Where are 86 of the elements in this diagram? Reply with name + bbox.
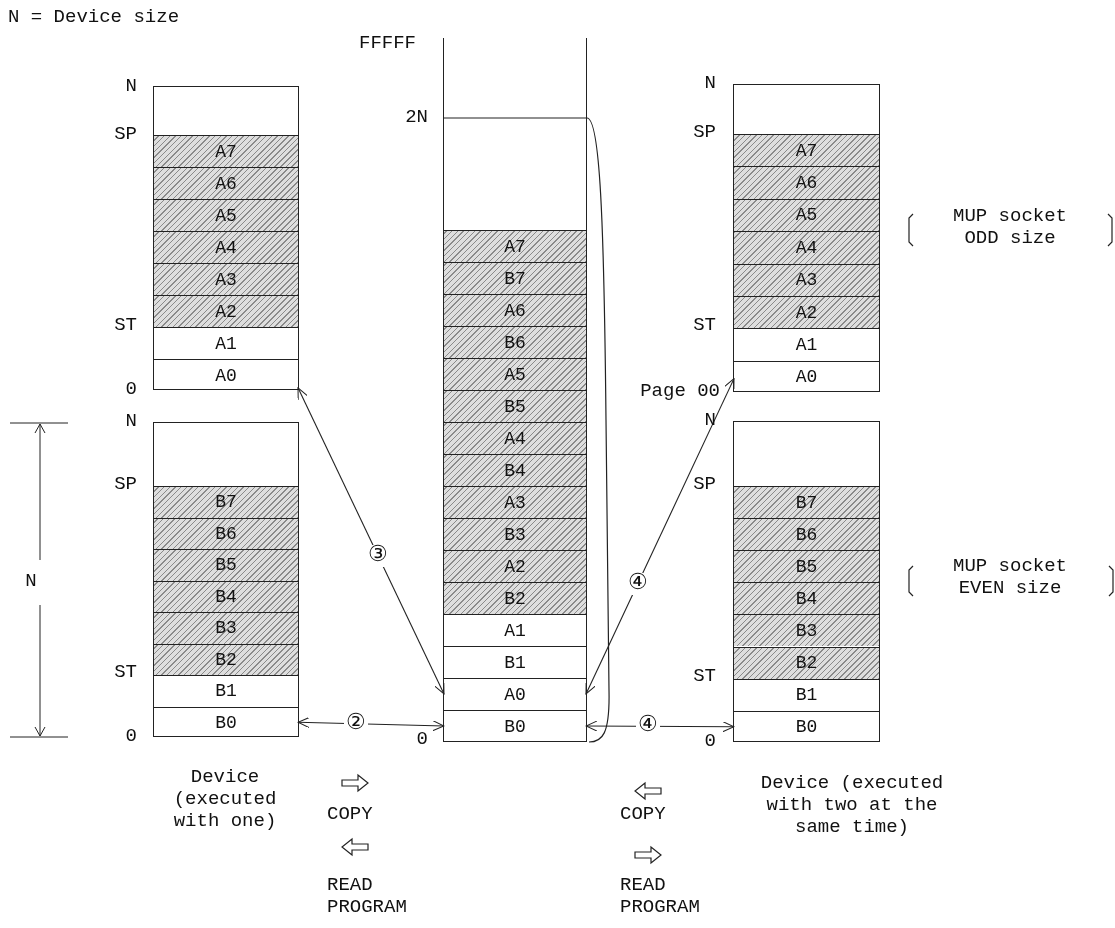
address-label: N <box>125 76 137 98</box>
address-label: N <box>704 410 716 432</box>
address-label: SP <box>693 474 716 496</box>
arrow <box>297 717 445 732</box>
memory-cell: A2 <box>734 296 879 329</box>
memory-cell: A5 <box>444 358 586 390</box>
address-label: ST <box>693 666 716 688</box>
memory-cell: B3 <box>444 518 586 550</box>
caption-text: Device (executed with one) <box>172 767 278 833</box>
memory-block <box>153 86 299 390</box>
memory-cell: A0 <box>444 678 586 710</box>
memory-cell: B4 <box>154 580 298 612</box>
memory-cell: B7 <box>154 486 298 518</box>
memory-cell: A0 <box>154 359 298 391</box>
memory-cell: B4 <box>444 454 586 486</box>
memory-cell: B1 <box>154 675 298 707</box>
annotation-text: MUP socket ODD size <box>952 206 1068 250</box>
memory-cell: B6 <box>154 517 298 549</box>
memory-cell: B7 <box>734 486 879 519</box>
address-label: 0 <box>125 726 137 748</box>
address-label: N <box>125 411 137 433</box>
memory-cell: B7 <box>444 262 586 294</box>
memory-cell: B0 <box>734 710 879 743</box>
memory-block <box>153 422 299 737</box>
address-label: 2N <box>405 107 428 129</box>
address-label: SP <box>693 122 716 144</box>
memory-cell: B1 <box>444 646 586 678</box>
memory-cell: A4 <box>154 231 298 263</box>
address-label: Page 00 <box>640 381 720 403</box>
memory-cell: B2 <box>734 646 879 679</box>
caption-text: Device (executed with two at the same time) <box>759 773 945 839</box>
memory-cell: A1 <box>734 328 879 361</box>
address-label: ST <box>114 662 137 684</box>
memory-cell: B3 <box>154 612 298 644</box>
arrow <box>585 720 735 733</box>
operation-label: COPY <box>620 804 666 826</box>
memory-cell: A7 <box>444 230 586 262</box>
memory-cell: A6 <box>154 167 298 199</box>
memory-cell: A5 <box>154 199 298 231</box>
address-label: SP <box>114 474 137 496</box>
memory-cell: A4 <box>444 422 586 454</box>
legend-note: N = Device size <box>8 7 180 29</box>
address-label: SP <box>114 124 137 146</box>
memory-cell: A0 <box>734 360 879 394</box>
memory-cell: B0 <box>154 706 298 738</box>
address-label: N <box>25 571 37 593</box>
memory-cell: A5 <box>734 198 879 232</box>
memory-cell: A4 <box>734 231 879 264</box>
address-label: N <box>704 73 716 95</box>
memory-cell: A3 <box>154 263 298 295</box>
memory-cell: B0 <box>444 710 586 742</box>
arrow <box>585 378 735 695</box>
memory-cell: B6 <box>444 326 586 358</box>
address-label: ST <box>114 315 137 337</box>
memory-block <box>733 421 880 742</box>
operation-label: READ PROGRAM <box>327 875 408 919</box>
memory-map-column <box>443 38 587 742</box>
memory-cell: A3 <box>734 263 879 296</box>
memory-cell: B4 <box>734 582 879 615</box>
memory-cell: A3 <box>444 486 586 518</box>
operation-label: COPY <box>327 804 373 826</box>
address-label: 0 <box>416 729 428 751</box>
address-label: 0 <box>704 731 716 753</box>
memory-cell: A2 <box>444 550 586 582</box>
memory-cell: A1 <box>154 327 298 359</box>
memory-cell: B5 <box>734 550 879 583</box>
address-label: FFFFF <box>359 33 416 55</box>
memory-cell: A7 <box>154 135 298 167</box>
memory-cell: A7 <box>734 134 879 167</box>
memory-cell: B5 <box>154 549 298 581</box>
memory-cell: B3 <box>734 614 879 647</box>
memory-block <box>733 84 880 392</box>
memory-cell: B1 <box>734 678 879 711</box>
operation-label: READ PROGRAM <box>620 875 701 919</box>
address-label: ST <box>693 315 716 337</box>
memory-cell: A6 <box>734 166 879 199</box>
memory-cell: B5 <box>444 390 586 422</box>
memory-cell: A6 <box>444 294 586 326</box>
memory-cell: B2 <box>154 643 298 675</box>
address-label: 0 <box>125 379 137 401</box>
memory-cell: B6 <box>734 518 879 551</box>
arrow <box>297 387 445 695</box>
memory-cell: A2 <box>154 295 298 327</box>
annotation-text: MUP socket EVEN size <box>952 556 1068 600</box>
memory-cell: A1 <box>444 614 586 646</box>
memory-cell: B2 <box>444 582 586 614</box>
